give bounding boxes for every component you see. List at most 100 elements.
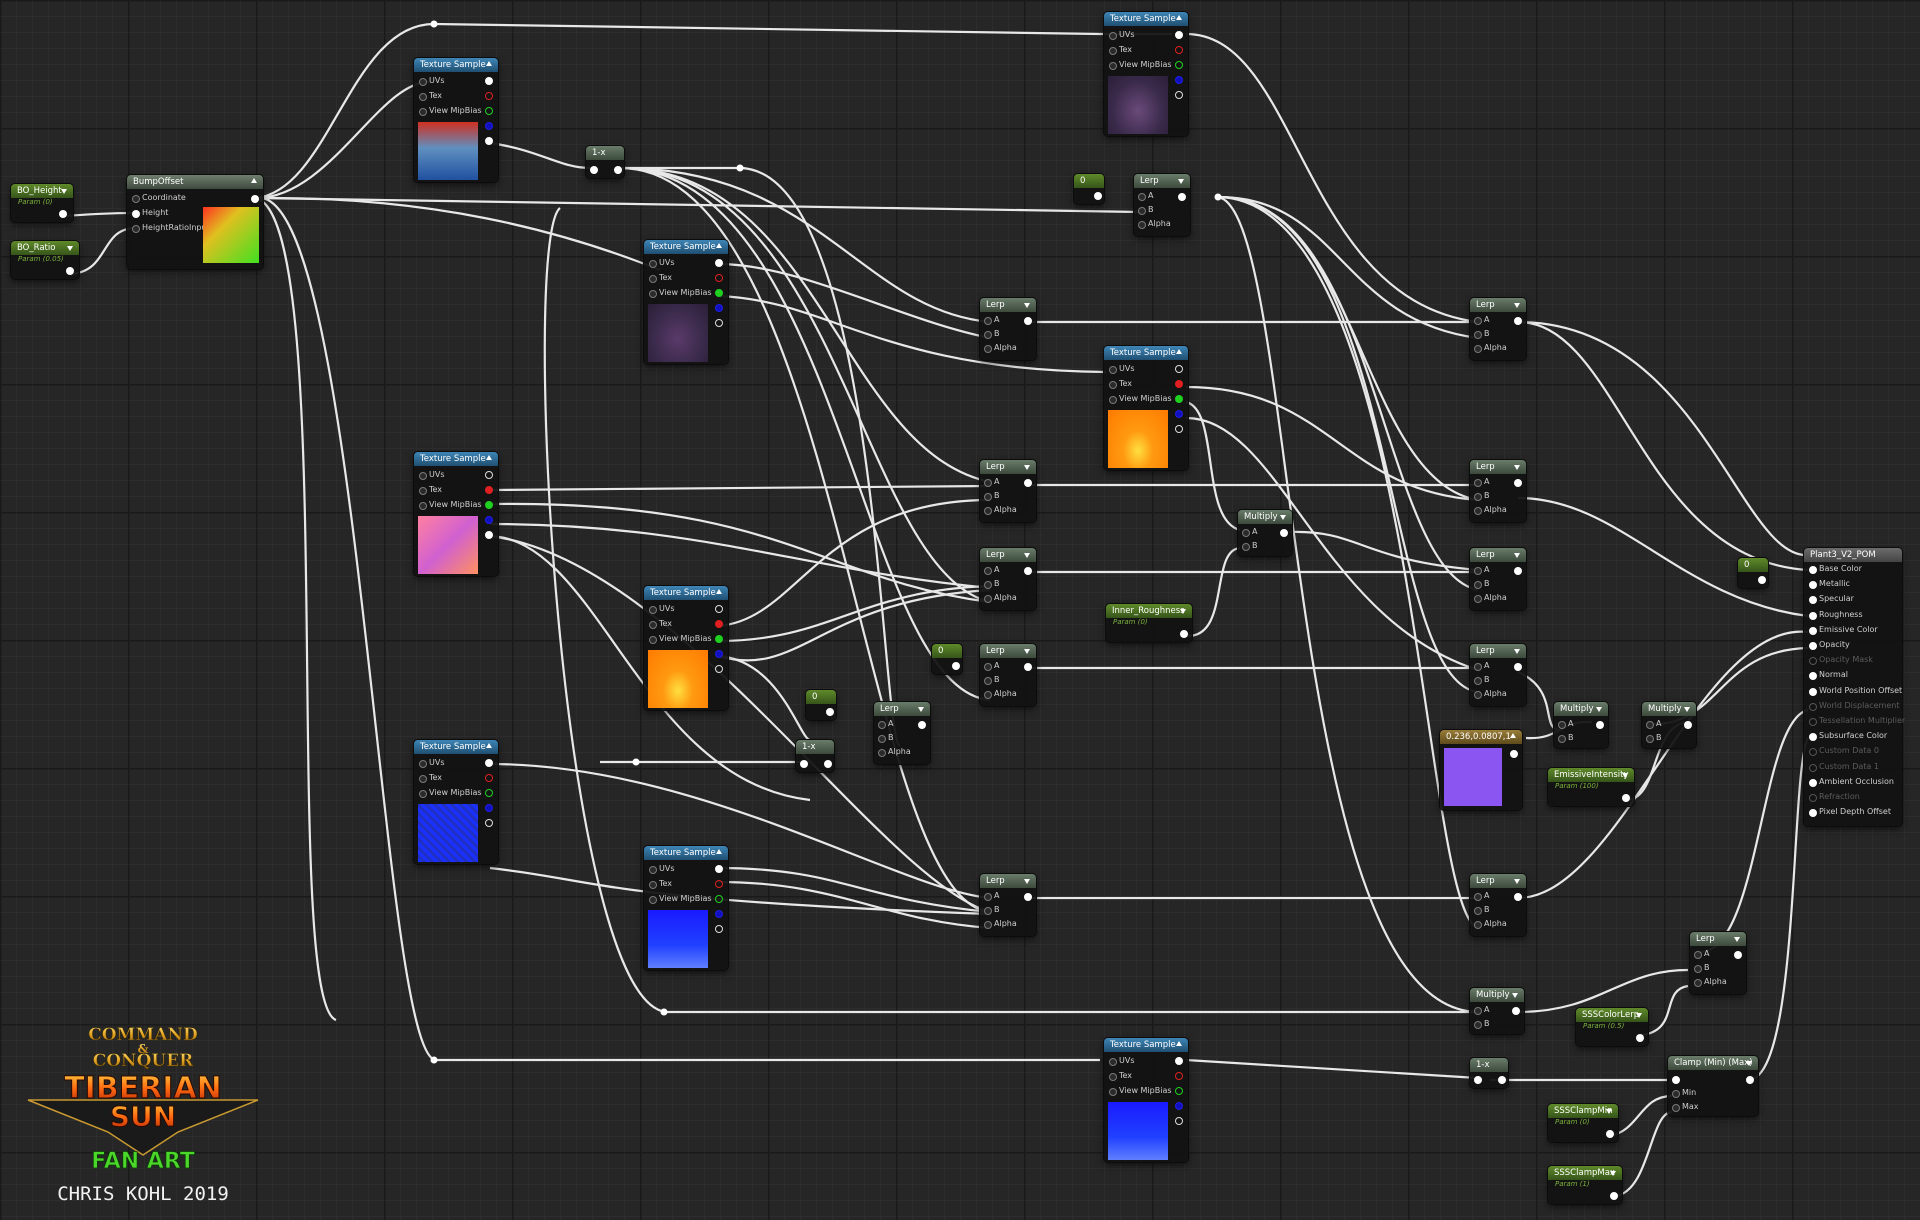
output-b-pin[interactable] xyxy=(485,804,493,812)
input-pin[interactable] xyxy=(984,595,992,603)
output-b-pin[interactable] xyxy=(715,650,723,658)
collapse-arrow-icon[interactable] xyxy=(1180,609,1186,614)
input-pin[interactable] xyxy=(1109,47,1117,55)
output-r-pin[interactable] xyxy=(1175,380,1183,388)
input-pin[interactable] xyxy=(132,195,140,203)
input-pin[interactable] xyxy=(1474,907,1482,915)
result-input-pin[interactable] xyxy=(1809,778,1817,787)
input-pin[interactable] xyxy=(1474,663,1482,671)
input-pin[interactable] xyxy=(1109,62,1117,70)
collapse-arrow-icon[interactable] xyxy=(1024,553,1030,558)
output-pin[interactable] xyxy=(1622,794,1630,802)
collapse-arrow-icon[interactable] xyxy=(1514,649,1520,654)
lerp-node[interactable]: Lerp A B Alpha xyxy=(980,460,1036,522)
input-pin[interactable] xyxy=(1109,381,1117,389)
input-pin[interactable] xyxy=(1474,507,1482,515)
output-a-pin[interactable] xyxy=(715,665,723,673)
input-pin[interactable] xyxy=(1672,1104,1680,1112)
output-pin[interactable] xyxy=(1024,479,1032,487)
input-pin[interactable] xyxy=(984,663,992,671)
collapse-arrow-icon[interactable] xyxy=(716,849,722,854)
collapse-arrow-icon[interactable] xyxy=(716,589,722,594)
texture-sample-node[interactable]: Texture Sample UVs Tex View MipBias xyxy=(644,240,728,364)
input-pin[interactable] xyxy=(878,721,886,729)
collapse-arrow-icon[interactable] xyxy=(1514,553,1520,558)
output-pin[interactable] xyxy=(826,708,834,716)
collapse-arrow-icon[interactable] xyxy=(1746,1061,1752,1066)
texture-sample-node[interactable]: Texture Sample UVs Tex View MipBias xyxy=(1104,346,1188,470)
collapse-arrow-icon[interactable] xyxy=(1610,1171,1616,1176)
input-pin[interactable] xyxy=(1474,581,1482,589)
input-pin[interactable] xyxy=(419,93,427,101)
output-pin[interactable] xyxy=(614,166,622,174)
output-b-pin[interactable] xyxy=(715,304,723,312)
output-pin[interactable] xyxy=(1606,1130,1614,1138)
input-pin[interactable] xyxy=(1474,1021,1482,1029)
lerp-node[interactable]: Lerp A B Alpha xyxy=(1470,298,1526,360)
input-pin[interactable] xyxy=(984,581,992,589)
output-pin[interactable] xyxy=(1498,1076,1506,1084)
output-g-pin[interactable] xyxy=(485,501,493,509)
one-minus-node[interactable]: 1-x xyxy=(1470,1058,1508,1088)
input-pin[interactable] xyxy=(984,493,992,501)
result-input-pin[interactable] xyxy=(1809,566,1817,574)
lerp-node[interactable]: Lerp A B Alpha xyxy=(874,702,930,764)
output-g-pin[interactable] xyxy=(485,789,493,797)
input-pin[interactable] xyxy=(984,317,992,325)
output-pin[interactable] xyxy=(1514,663,1522,671)
output-pin[interactable] xyxy=(1758,576,1766,584)
input-pin[interactable] xyxy=(1109,1073,1117,1081)
output-r-pin[interactable] xyxy=(1175,46,1183,54)
output-pin[interactable] xyxy=(1734,951,1742,959)
result-input-pin[interactable] xyxy=(1809,581,1817,590)
collapse-arrow-icon[interactable] xyxy=(918,707,924,712)
multiply-node[interactable]: Multiply A B xyxy=(1642,702,1696,748)
output-g-pin[interactable] xyxy=(485,107,493,115)
input-pin[interactable] xyxy=(1474,921,1482,929)
output-a-pin[interactable] xyxy=(715,925,723,933)
input-pin[interactable] xyxy=(1109,396,1117,404)
input-pin[interactable] xyxy=(800,760,808,768)
param-node-emissive-intensity[interactable]: EmissiveIntensity Param (100) xyxy=(1548,768,1634,806)
constant-zero-node[interactable]: 0 xyxy=(1074,174,1104,204)
output-rgb-pin[interactable] xyxy=(715,259,723,267)
output-b-pin[interactable] xyxy=(1175,76,1183,84)
input-pin[interactable] xyxy=(984,331,992,339)
collapse-arrow-icon[interactable] xyxy=(1024,465,1030,470)
input-pin[interactable] xyxy=(984,907,992,915)
input-pin[interactable] xyxy=(1558,735,1566,743)
collapse-arrow-icon[interactable] xyxy=(1024,879,1030,884)
lerp-node[interactable]: Lerp A B Alpha xyxy=(980,548,1036,610)
result-input-pin[interactable] xyxy=(1809,748,1817,757)
output-rgb-pin[interactable] xyxy=(1175,365,1183,373)
output-pin[interactable] xyxy=(1746,1076,1754,1084)
output-r-pin[interactable] xyxy=(485,774,493,782)
output-pin[interactable] xyxy=(1512,1007,1520,1015)
input-pin[interactable] xyxy=(1474,331,1482,339)
output-pin[interactable] xyxy=(952,662,960,670)
input-pin[interactable] xyxy=(419,502,427,510)
output-rgb-pin[interactable] xyxy=(485,77,493,85)
output-rgb-pin[interactable] xyxy=(715,605,723,613)
output-a-pin[interactable] xyxy=(485,531,493,539)
output-r-pin[interactable] xyxy=(715,274,723,282)
lerp-node[interactable]: Lerp A B Alpha xyxy=(1470,874,1526,936)
output-pin[interactable] xyxy=(1024,567,1032,575)
input-pin[interactable] xyxy=(132,225,140,233)
input-pin[interactable] xyxy=(649,290,657,298)
input-pin[interactable] xyxy=(649,621,657,629)
result-input-pin[interactable] xyxy=(1809,672,1817,681)
collapse-arrow-icon[interactable] xyxy=(251,178,257,183)
output-r-pin[interactable] xyxy=(715,620,723,628)
output-pin[interactable] xyxy=(1180,630,1188,638)
input-pin[interactable] xyxy=(419,472,427,480)
input-pin[interactable] xyxy=(1109,32,1117,40)
input-pin[interactable] xyxy=(649,606,657,614)
lerp-node[interactable]: Lerp A B Alpha xyxy=(1470,460,1526,522)
output-pin[interactable] xyxy=(824,760,832,768)
input-pin[interactable] xyxy=(1646,721,1654,729)
collapse-arrow-icon[interactable] xyxy=(1176,349,1182,354)
collapse-arrow-icon[interactable] xyxy=(1510,733,1516,738)
input-pin[interactable] xyxy=(984,677,992,685)
